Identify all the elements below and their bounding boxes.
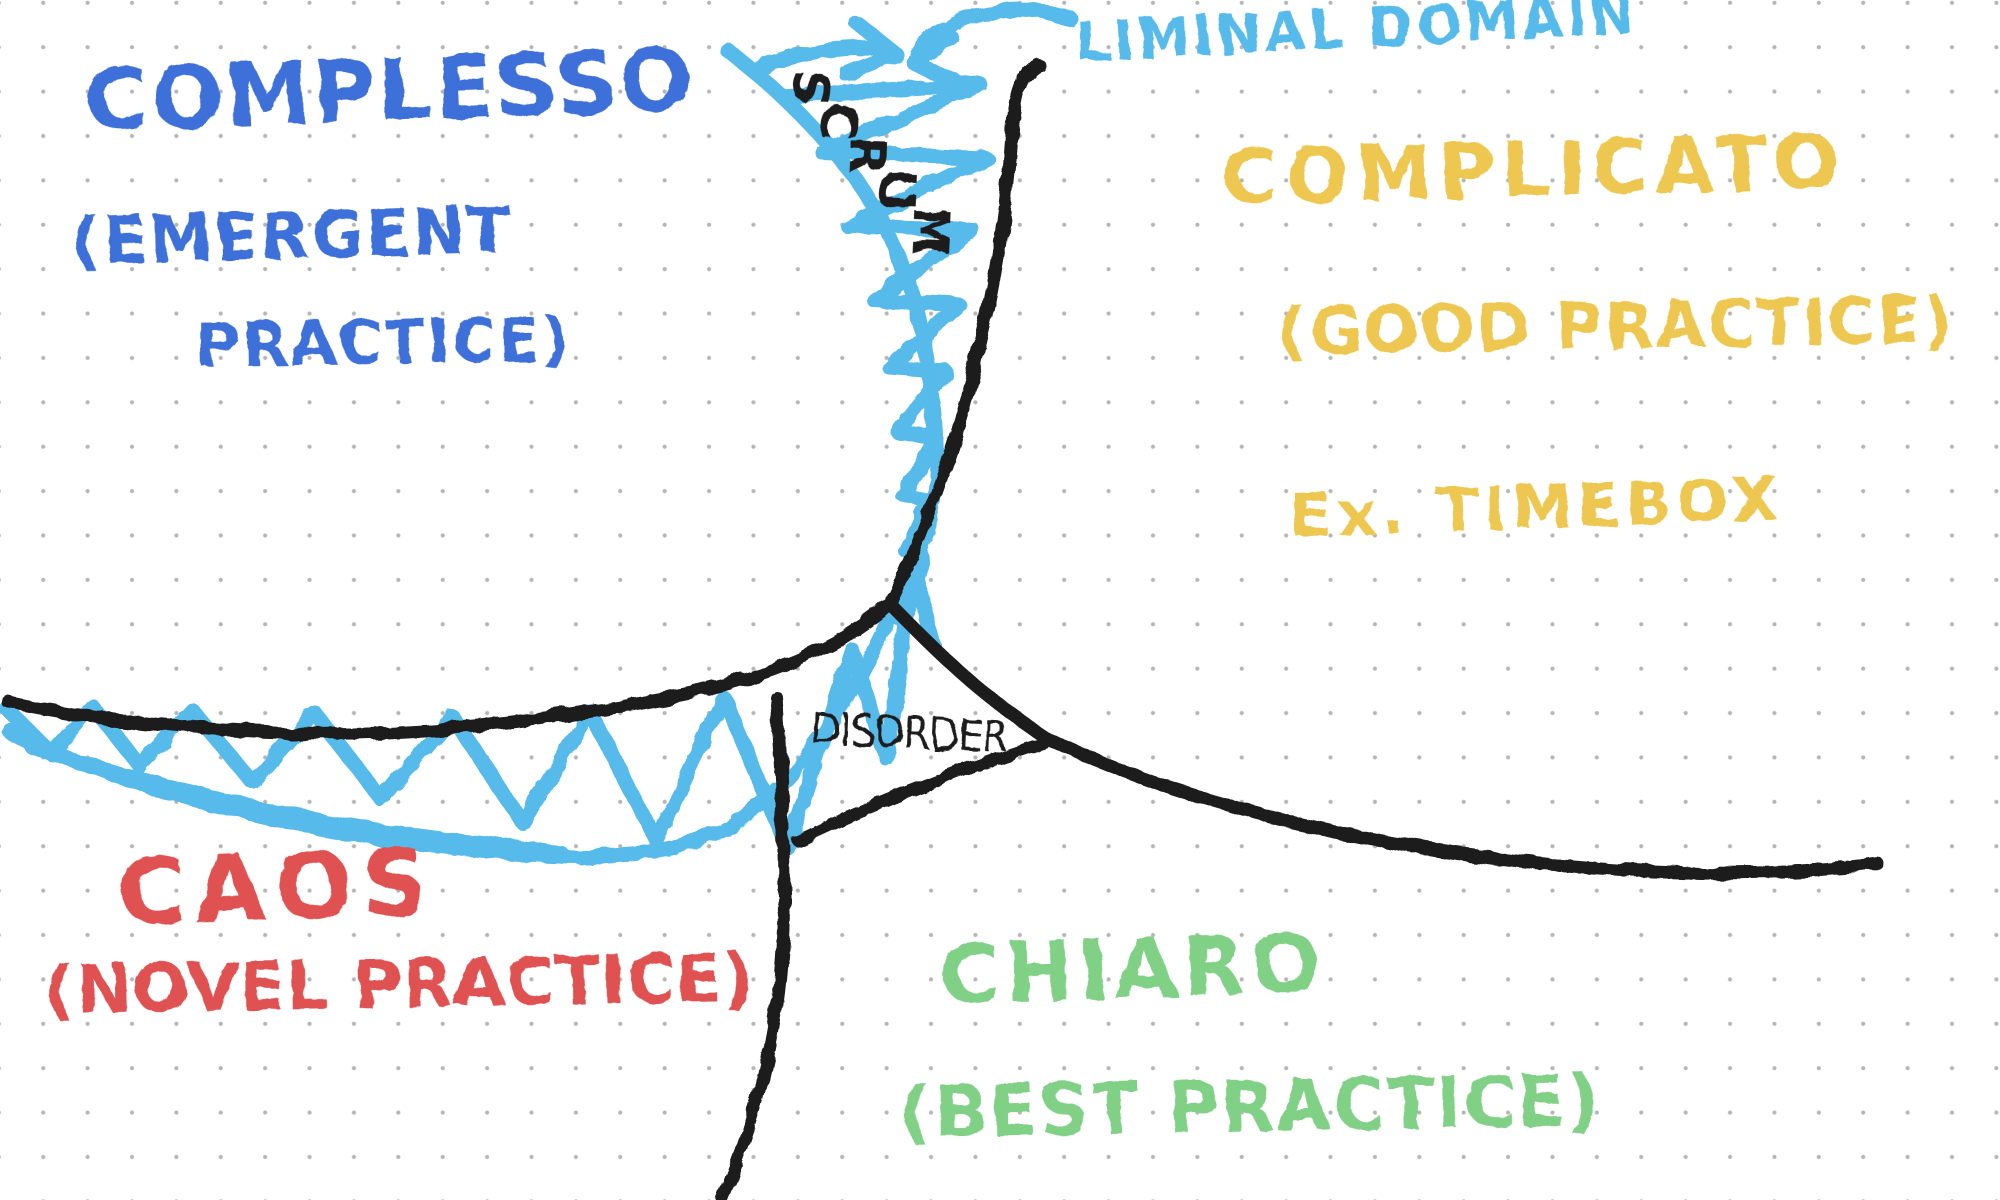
boundary-complex-chaotic xyxy=(1,596,898,740)
disorder-wedge-bottom xyxy=(791,737,1049,847)
disorder-wedge-top xyxy=(886,600,1055,746)
complex-domain-label: COMPLESSO xyxy=(83,30,697,152)
liminal-band-envelope-2 xyxy=(22,737,568,860)
boundary-complicated-clear xyxy=(1041,732,1885,880)
liminal-band-envelope xyxy=(2,524,936,864)
domain-boundaries xyxy=(1,57,1885,1200)
complex-practice-label-line1: (EMERGENT xyxy=(71,194,515,280)
complicated-domain-label: COMPLICATO xyxy=(1220,116,1847,223)
liminal-band-zigzag xyxy=(0,559,941,856)
complicated-practice-label: (GOOD PRACTICE) xyxy=(1277,284,1955,370)
clear-domain-label: CHIARO xyxy=(938,916,1328,1025)
boundary-top-curve xyxy=(884,57,1045,610)
disorder-domain-label: DISORDER xyxy=(809,704,1010,764)
complex-practice-label-line2: PRACTICE) xyxy=(195,304,571,382)
liminal-lip-arrowhead-icon xyxy=(838,14,904,82)
chaotic-practice-label: (NOVEL PRACTICE) xyxy=(44,939,755,1030)
chaotic-domain-label: CAOS xyxy=(116,828,439,947)
liminal-funnel-lip xyxy=(748,40,892,76)
clear-practice-label: (BEST PRACTICE) xyxy=(899,1059,1603,1155)
boundary-chaotic-clear xyxy=(715,690,791,1200)
liminal-arrowhead-icon xyxy=(905,30,964,90)
complicated-example-label: Ex. TIMEBOX xyxy=(1288,464,1786,552)
